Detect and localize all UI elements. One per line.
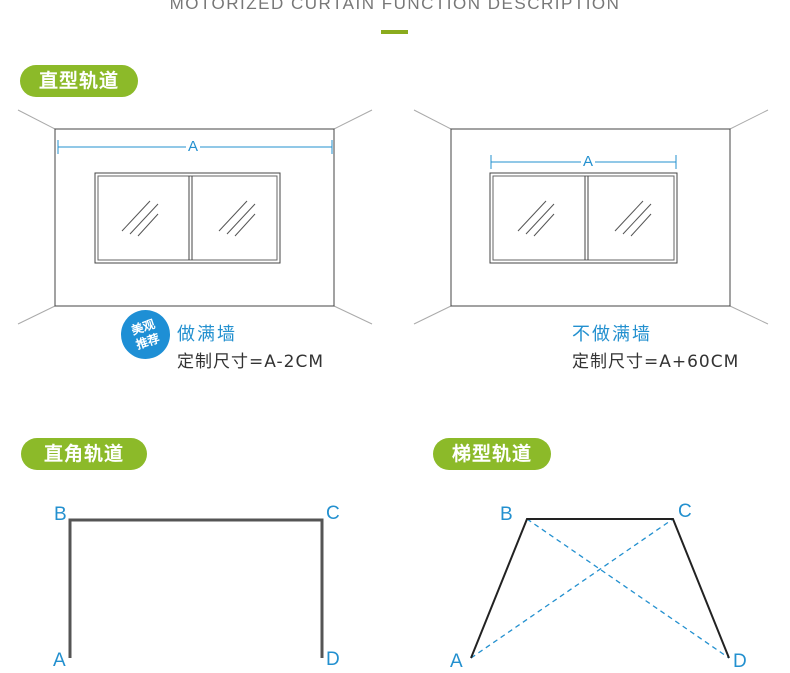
glass-glare <box>517 200 652 237</box>
partial-wall-caption-size: 定制尺寸=A+60CM <box>572 352 740 372</box>
diagonal-ac <box>470 518 674 659</box>
straight-track-tag: 直型轨道 <box>20 65 138 97</box>
window-inner <box>97 175 278 261</box>
point-b-label: B <box>54 504 67 525</box>
dimension-a-label: A <box>186 138 201 155</box>
back-wall <box>54 128 335 307</box>
window-inner <box>492 175 675 261</box>
title-underline <box>381 30 408 34</box>
room-corner-line <box>729 305 769 325</box>
full-wall-caption-size: 定制尺寸=A-2CM <box>177 352 324 372</box>
point-a-label: A <box>53 650 66 671</box>
trapezoid-track-path <box>470 518 730 659</box>
partial-wall-room-illustration <box>413 109 769 325</box>
diagonal-bd <box>526 518 730 659</box>
trapezoid-track-tag: 梯型轨道 <box>433 438 551 470</box>
right-angle-track-tag: 直角轨道 <box>21 438 147 470</box>
point-a-label: A <box>450 651 463 672</box>
room-corner-line <box>17 109 56 130</box>
point-d-label: D <box>733 651 747 672</box>
room-corner-line <box>729 109 769 130</box>
section-title: MOTORIZED CURTAIN FUNCTION DESCRIPTION <box>169 0 621 13</box>
trapezoid-track-shape <box>470 518 730 659</box>
window-frame <box>94 172 281 264</box>
room-corner-line <box>333 109 373 130</box>
room-corner-line <box>333 305 373 325</box>
back-wall <box>450 128 731 307</box>
point-d-label: D <box>326 649 340 670</box>
point-b-label: B <box>500 504 513 525</box>
dimension-a-label: A <box>581 153 596 170</box>
point-c-label: C <box>326 503 340 524</box>
point-c-label: C <box>678 501 692 522</box>
glass-glare <box>121 200 256 237</box>
window-frame <box>489 172 678 264</box>
right-angle-track-path <box>68 518 324 658</box>
full-wall-caption-title: 做满墙 <box>177 324 237 345</box>
room-corner-line <box>413 305 452 325</box>
partial-wall-caption-title: 不做满墙 <box>572 324 652 345</box>
room-corner-line <box>413 109 452 130</box>
room-corner-line <box>17 305 56 325</box>
